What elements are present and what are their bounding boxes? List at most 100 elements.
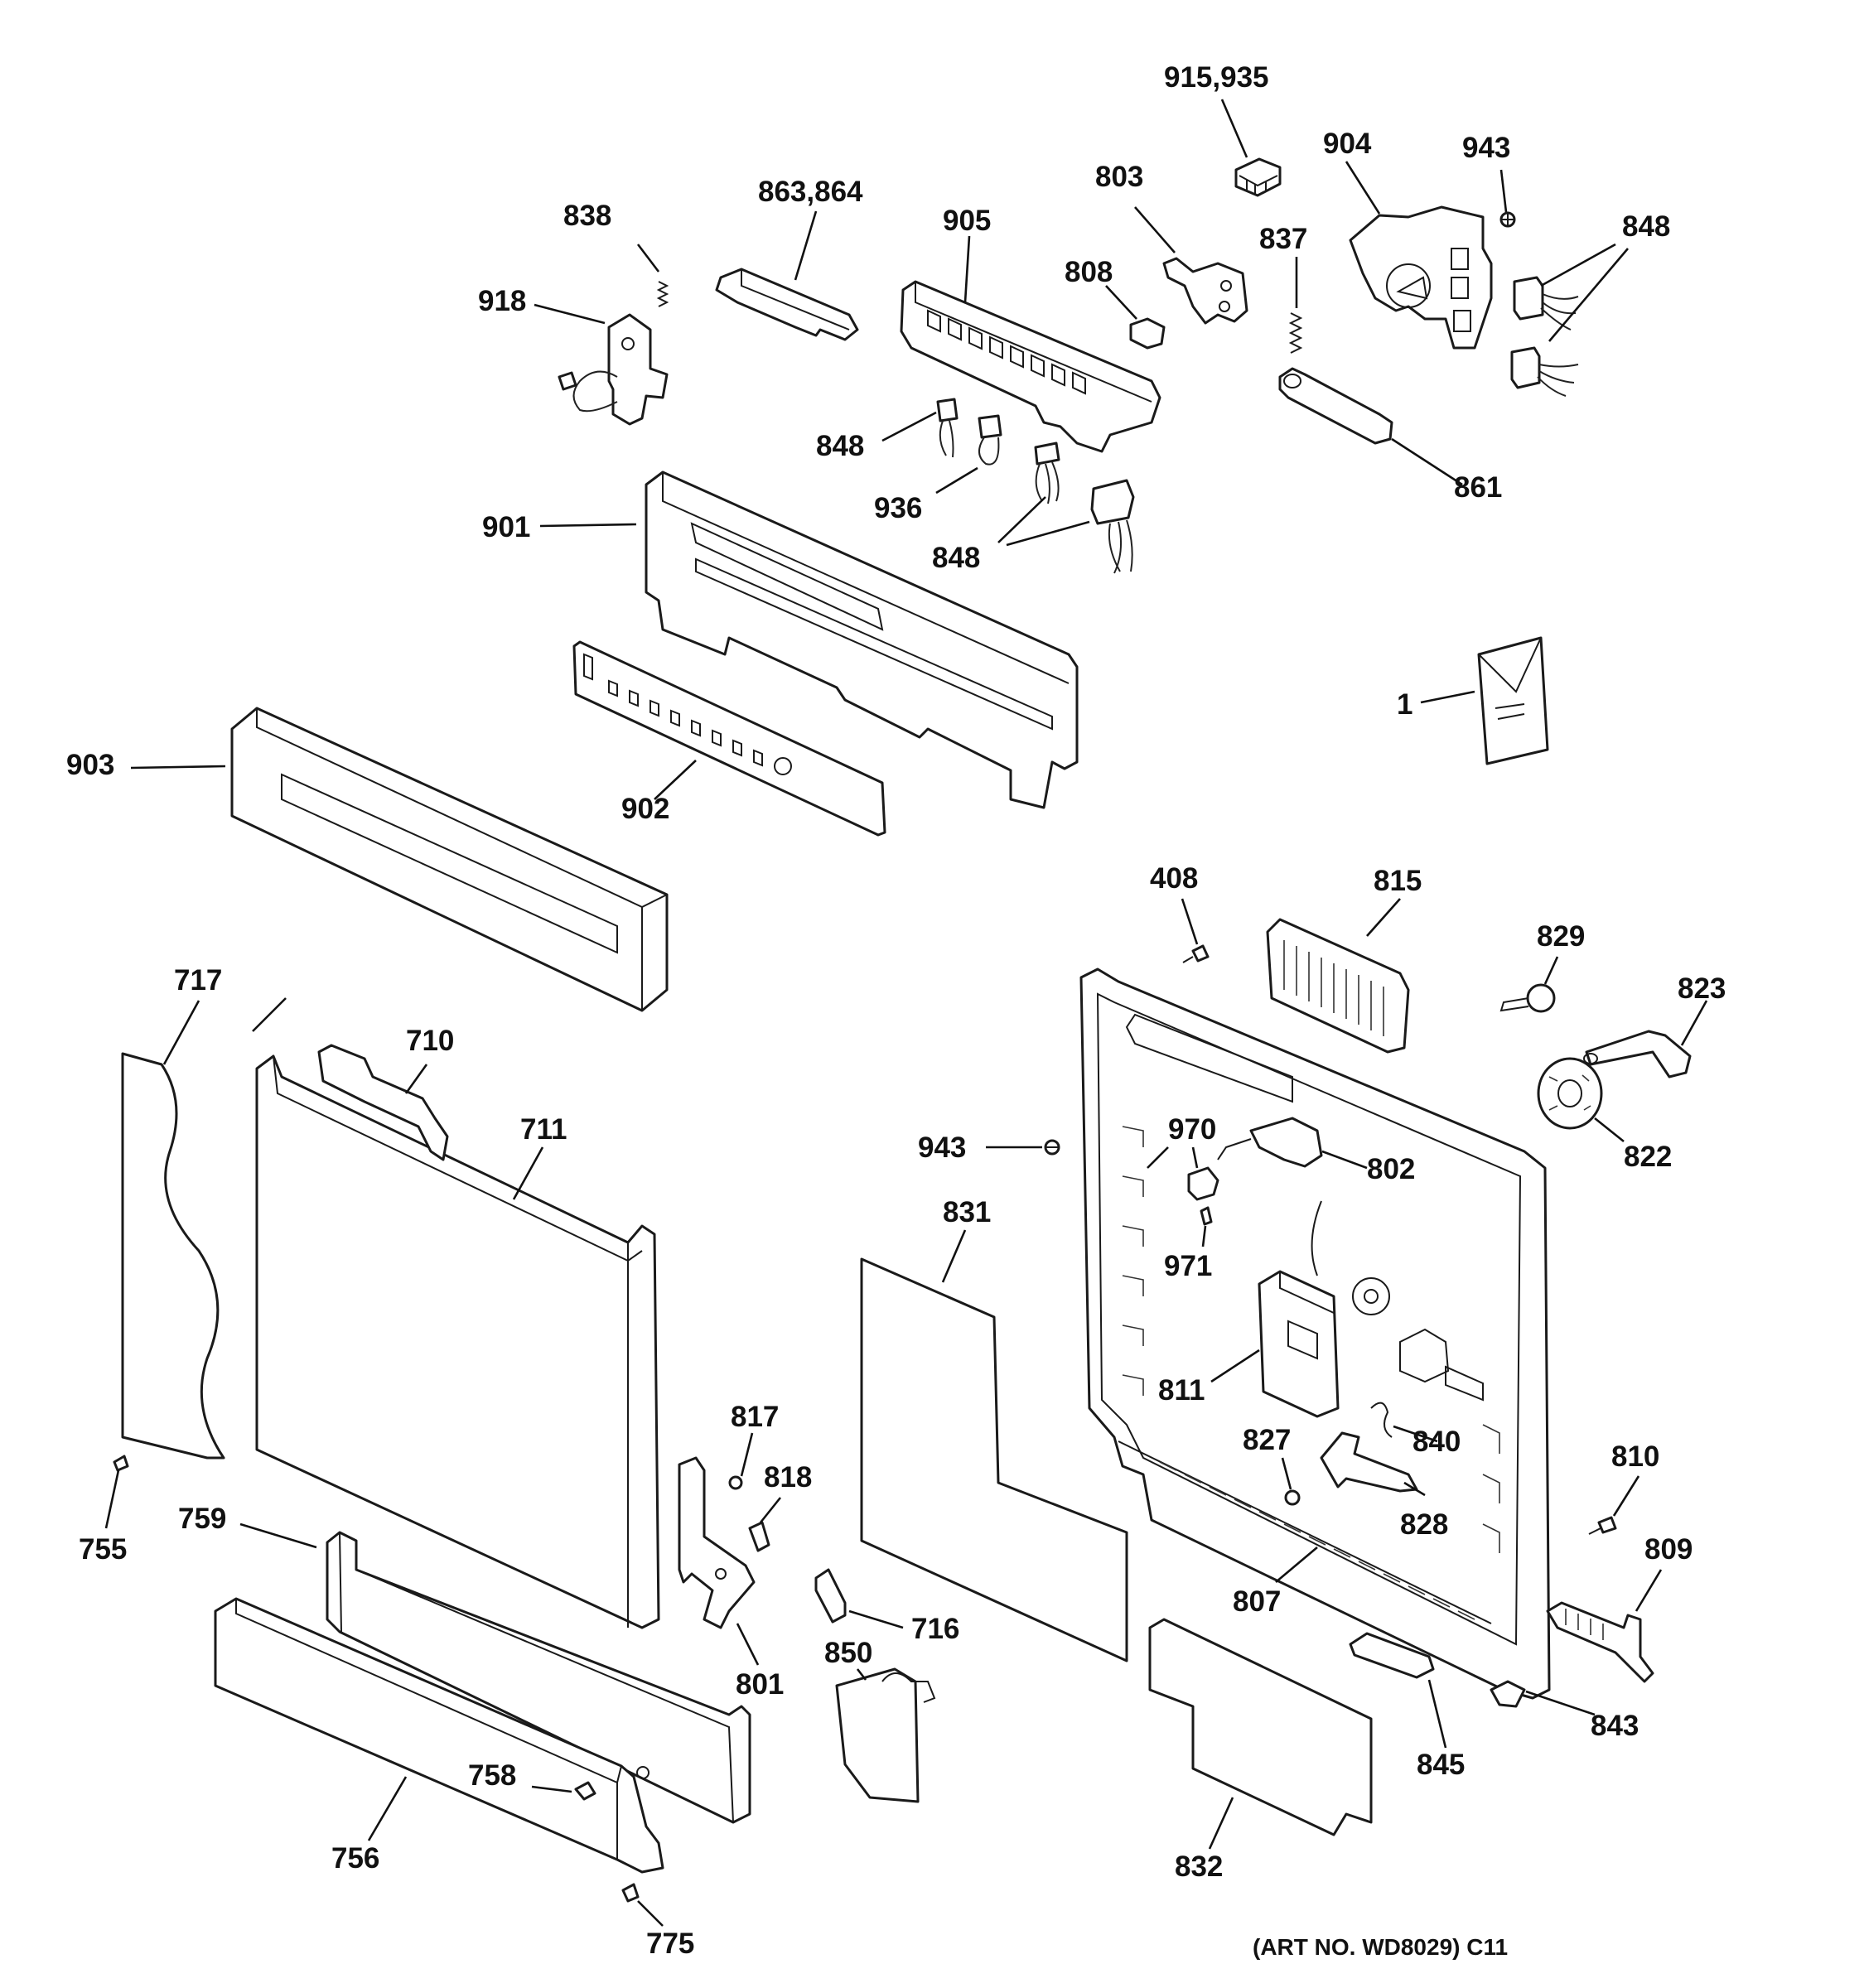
callout-902: 902	[621, 793, 669, 825]
part-775-screw	[621, 1883, 640, 1903]
leader-832	[1208, 1797, 1234, 1850]
callout-832: 832	[1175, 1850, 1223, 1883]
part-801-hinge	[678, 1456, 756, 1629]
callout-802: 802	[1367, 1153, 1415, 1185]
part-756-kick-plate	[214, 1597, 664, 1874]
leader-829	[1543, 956, 1559, 985]
callout-837: 837	[1259, 223, 1307, 255]
callout-831: 831	[943, 1196, 991, 1228]
callout-943-mid: 943	[918, 1132, 966, 1164]
part-817-screw	[728, 1475, 743, 1490]
callout-971: 971	[1164, 1250, 1212, 1282]
leader-803	[1134, 206, 1176, 253]
callout-901: 901	[482, 511, 530, 543]
leader-711	[512, 1146, 544, 1200]
leader-902	[654, 760, 697, 800]
leader-801	[736, 1623, 760, 1666]
part-848-harness-right	[1510, 276, 1579, 397]
callout-810: 810	[1611, 1440, 1659, 1473]
leader-971	[1201, 1225, 1207, 1247]
callout-843: 843	[1591, 1710, 1639, 1742]
callout-711: 711	[520, 1113, 567, 1146]
part-827-screw	[1284, 1489, 1301, 1506]
leader-918	[534, 303, 606, 325]
part-758-screw	[574, 1781, 596, 1801]
callout-845: 845	[1417, 1749, 1465, 1781]
callout-904: 904	[1323, 128, 1372, 160]
callout-811: 811	[1158, 1374, 1205, 1407]
callout-809: 809	[1644, 1533, 1693, 1566]
callout-823: 823	[1678, 972, 1726, 1005]
callout-717: 717	[174, 964, 222, 996]
part-711-door-panel	[255, 1054, 660, 1629]
part-903-panel-trim	[230, 707, 669, 1012]
callout-848-right: 848	[1622, 210, 1670, 243]
leader-811	[1210, 1349, 1260, 1383]
leader-915-935	[1220, 99, 1248, 158]
callout-807: 807	[1233, 1585, 1281, 1618]
part-840-spring	[1370, 1402, 1393, 1438]
part-809-hinge-bracket	[1546, 1601, 1654, 1683]
callout-815: 815	[1374, 865, 1422, 897]
callout-801: 801	[736, 1668, 784, 1701]
leader-807	[1275, 1546, 1318, 1583]
callout-905: 905	[943, 205, 991, 237]
part-408-screw	[1182, 944, 1210, 963]
leader-901	[539, 523, 637, 528]
leader-848-right-b	[1548, 248, 1629, 342]
part-848-harness-low	[1034, 442, 1135, 574]
part-815-vent	[1266, 918, 1410, 1054]
callout-710: 710	[406, 1025, 454, 1057]
leader-903	[130, 765, 226, 770]
part-905-control-board	[900, 280, 1161, 453]
leader-827	[1281, 1457, 1292, 1490]
part-829-knob	[1499, 983, 1556, 1013]
callout-828: 828	[1400, 1508, 1448, 1541]
part-837-spring	[1288, 312, 1303, 354]
callout-808: 808	[1065, 256, 1113, 288]
leader-970	[1191, 1146, 1199, 1169]
leader-848-mid	[881, 411, 937, 442]
callout-970: 970	[1168, 1113, 1216, 1146]
leader-755	[104, 1469, 120, 1529]
art-number: (ART NO. WD8029) C11	[1253, 1934, 1508, 1960]
callout-756: 756	[331, 1842, 379, 1875]
leader-818	[759, 1497, 782, 1523]
leader-850	[856, 1668, 867, 1681]
leader-861	[1391, 437, 1463, 486]
part-822-dial	[1537, 1057, 1603, 1130]
callout-848-low: 848	[932, 542, 980, 574]
part-755-screw	[113, 1455, 129, 1472]
part-845-hinge-clip	[1349, 1632, 1435, 1679]
part-832-lower-insulation	[1148, 1618, 1373, 1836]
part-915-935-connector	[1234, 157, 1282, 197]
callout-848-mid: 848	[816, 430, 864, 462]
callout-943-top: 943	[1462, 132, 1510, 164]
callout-838: 838	[563, 200, 611, 232]
callout-716: 716	[911, 1613, 959, 1645]
callout-818: 818	[764, 1461, 812, 1493]
leader-1	[1420, 690, 1475, 704]
callout-915-935: 915,935	[1164, 61, 1269, 94]
part-1-literature-pack	[1477, 636, 1549, 765]
part-971-screw	[1200, 1206, 1213, 1226]
leader-809	[1635, 1569, 1663, 1612]
part-811-dispenser	[1258, 1270, 1340, 1418]
leader-808	[1105, 285, 1137, 320]
part-759-bracket	[326, 1531, 751, 1824]
part-902-touchpad	[572, 640, 886, 837]
callout-775: 775	[646, 1928, 694, 1960]
callout-1: 1	[1397, 688, 1412, 721]
leader-822	[1594, 1117, 1625, 1143]
part-803-latch	[1162, 257, 1248, 325]
part-823-handle	[1583, 1030, 1692, 1078]
leader-716	[848, 1609, 904, 1629]
leader-845	[1427, 1679, 1447, 1749]
part-863-864-cover	[715, 268, 859, 341]
callout-936: 936	[874, 492, 922, 524]
leader-840	[1393, 1425, 1438, 1443]
callout-803: 803	[1095, 161, 1143, 193]
part-828-lever	[1320, 1431, 1418, 1493]
part-943-screw-top	[1499, 211, 1516, 228]
leader-863-864	[794, 210, 818, 281]
